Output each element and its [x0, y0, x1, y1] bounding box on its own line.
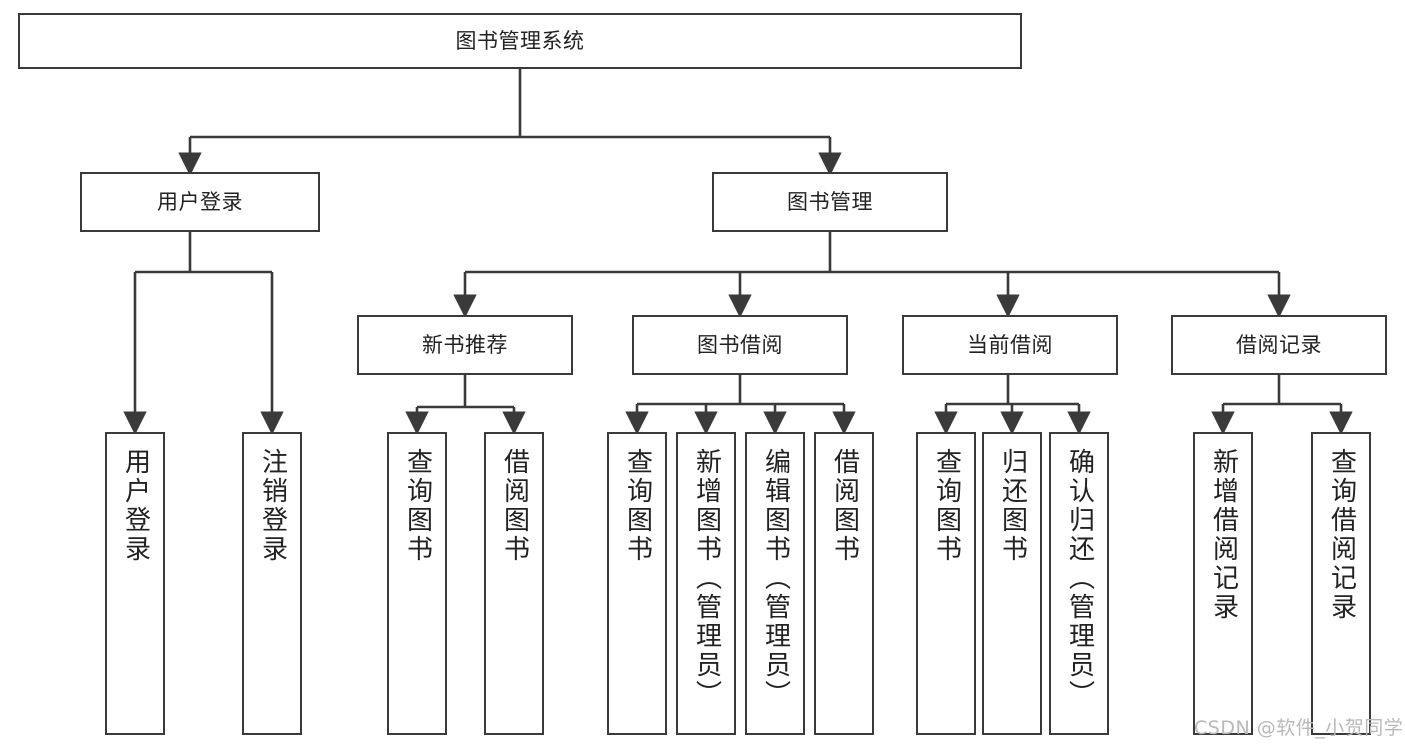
leaf-query-book-1[interactable]: 查询图书 — [387, 432, 447, 735]
node-user-login-label: 用户登录 — [157, 189, 243, 214]
node-book-manage-label: 图书管理 — [787, 189, 873, 214]
node-book-manage[interactable]: 图书管理 — [712, 172, 948, 232]
node-new-book-recommend[interactable]: 新书推荐 — [357, 315, 573, 375]
leaf-add-book[interactable]: 新增图书（管理员） — [676, 432, 736, 735]
leaf-borrow-book-2-label: 借阅图书 — [829, 448, 860, 564]
node-current-borrow[interactable]: 当前借阅 — [902, 315, 1118, 375]
node-book-borrow-label: 图书借阅 — [697, 332, 783, 357]
leaf-user-login-label: 用户登录 — [120, 448, 151, 564]
leaf-query-book-3-label: 查询图书 — [931, 448, 962, 564]
leaf-add-record[interactable]: 新增借阅记录 — [1193, 432, 1253, 735]
leaf-confirm-return[interactable]: 确认归还（管理员） — [1049, 432, 1109, 735]
leaf-edit-book[interactable]: 编辑图书（管理员） — [745, 432, 805, 735]
leaf-confirm-return-label: 确认归还（管理员） — [1064, 448, 1095, 709]
node-current-borrow-label: 当前借阅 — [967, 332, 1053, 357]
leaf-add-record-label: 新增借阅记录 — [1208, 448, 1239, 622]
node-borrow-record-label: 借阅记录 — [1236, 332, 1322, 357]
leaf-return-book-label: 归还图书 — [997, 448, 1028, 564]
leaf-return-book[interactable]: 归还图书 — [982, 432, 1042, 735]
leaf-query-record-label: 查询借阅记录 — [1326, 448, 1357, 622]
node-book-borrow[interactable]: 图书借阅 — [632, 315, 848, 375]
leaf-query-book-3[interactable]: 查询图书 — [916, 432, 976, 735]
leaf-query-book-1-label: 查询图书 — [402, 448, 433, 564]
leaf-borrow-book-1-label: 借阅图书 — [499, 448, 530, 564]
node-new-book-recommend-label: 新书推荐 — [422, 332, 508, 357]
leaf-logout-login[interactable]: 注销登录 — [242, 432, 302, 735]
leaf-edit-book-label: 编辑图书（管理员） — [760, 448, 791, 709]
leaf-add-book-label: 新增图书（管理员） — [691, 448, 722, 709]
leaf-borrow-book-1[interactable]: 借阅图书 — [484, 432, 544, 735]
node-borrow-record[interactable]: 借阅记录 — [1171, 315, 1387, 375]
watermark: CSDN @软件_小贺同学 — [1194, 717, 1404, 739]
leaf-logout-login-label: 注销登录 — [257, 448, 288, 564]
leaf-query-book-2[interactable]: 查询图书 — [607, 432, 667, 735]
node-root-label: 图书管理系统 — [455, 28, 585, 53]
leaf-query-record[interactable]: 查询借阅记录 — [1311, 432, 1371, 735]
node-user-login[interactable]: 用户登录 — [80, 172, 320, 232]
leaf-user-login[interactable]: 用户登录 — [105, 432, 165, 735]
leaf-borrow-book-2[interactable]: 借阅图书 — [814, 432, 874, 735]
node-root[interactable]: 图书管理系统 — [18, 13, 1022, 69]
leaf-query-book-2-label: 查询图书 — [622, 448, 653, 564]
